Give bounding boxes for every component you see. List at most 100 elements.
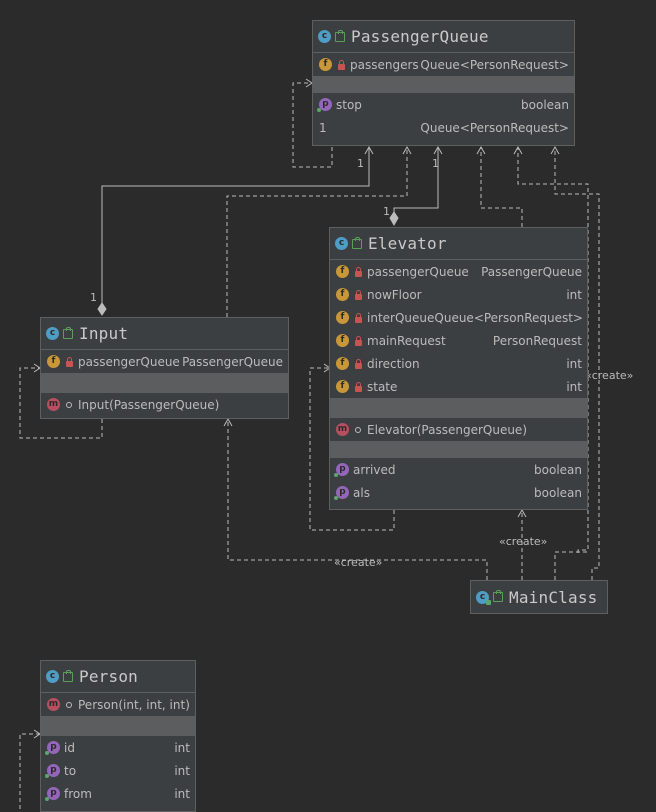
multiplicity-label: 1 <box>90 291 97 304</box>
field-row[interactable]: f state int <box>330 375 587 398</box>
section-separator <box>41 716 195 736</box>
section-separator <box>41 373 288 393</box>
field-icon: f <box>336 357 349 370</box>
property-row[interactable]: p als boolean <box>330 481 587 504</box>
class-header: c PassengerQueue <box>313 21 574 53</box>
property-type: boolean <box>534 485 582 500</box>
property-type: boolean <box>534 462 582 477</box>
field-icon: f <box>336 380 349 393</box>
class-title: PassengerQueue <box>351 27 489 46</box>
inner-row[interactable]: 1 Queue<PersonRequest> <box>313 116 574 139</box>
field-name: state <box>367 379 398 394</box>
class-header: c Person <box>41 661 195 693</box>
property-name: from <box>64 786 92 801</box>
field-name: passengerQueue <box>78 354 180 369</box>
lock-icon <box>355 266 362 277</box>
property-icon: p <box>317 98 332 112</box>
method-signature: Elevator(PassengerQueue) <box>367 422 527 437</box>
section-separator <box>313 76 574 93</box>
field-row[interactable]: f interQueue Queue<PersonRequest> <box>330 306 587 329</box>
section-separator <box>330 441 587 458</box>
lock-icon <box>355 312 362 323</box>
property-name: stop <box>336 97 362 112</box>
elevator-passenger-queue-dependency <box>480 147 523 227</box>
lock-icon <box>355 335 362 346</box>
method-row[interactable]: m Input(PassengerQueue) <box>41 393 288 416</box>
public-icon <box>335 29 345 42</box>
public-icon <box>493 590 503 602</box>
create-input-arrowhead <box>223 417 233 427</box>
property-type: int <box>174 786 190 801</box>
field-name: direction <box>367 356 420 371</box>
property-type: boolean <box>521 97 569 112</box>
create-arrowhead-b <box>550 145 560 155</box>
public-icon <box>352 236 362 249</box>
class-main-class[interactable]: c MainClass <box>470 580 608 614</box>
method-icon: m <box>336 423 349 436</box>
class-icon: c <box>46 670 59 683</box>
class-title: Person <box>79 667 138 686</box>
method-signature: Person(int, int, int) <box>78 697 190 712</box>
field-row[interactable]: f nowFloor int <box>330 283 587 306</box>
method-row[interactable]: m Elevator(PassengerQueue) <box>330 418 587 441</box>
package-visibility-icon <box>66 401 72 408</box>
class-header: c Elevator <box>330 228 587 260</box>
lock-icon <box>355 358 362 369</box>
method-row[interactable]: m Person(int, int, int) <box>41 693 195 716</box>
property-icon: p <box>45 787 60 801</box>
property-type: int <box>174 763 190 778</box>
property-row[interactable]: p arrived boolean <box>330 458 587 481</box>
property-row[interactable]: p stop boolean <box>313 93 574 116</box>
inner-type: Queue<PersonRequest> <box>420 120 569 135</box>
person-self-dependency <box>19 733 40 809</box>
property-row[interactable]: p to int <box>41 759 195 782</box>
field-icon: f <box>319 58 332 71</box>
field-row[interactable]: f passengerQueue PassengerQueue <box>41 350 288 373</box>
field-icon: f <box>336 288 349 301</box>
main-class-dependency-link <box>554 551 588 580</box>
field-row[interactable]: f passengers Queue<PersonRequest> <box>313 53 574 76</box>
field-type: PassengerQueue <box>182 354 283 369</box>
field-row[interactable]: f passengerQueue PassengerQueue <box>330 260 587 283</box>
input-association-arrowhead <box>364 145 374 155</box>
elevator-association-arrowhead <box>433 145 443 155</box>
class-header: c Input <box>41 318 288 350</box>
lock-icon <box>355 381 362 392</box>
class-title: MainClass <box>509 587 598 607</box>
property-icon: p <box>334 463 349 477</box>
public-icon <box>63 326 73 339</box>
field-name: passengerQueue <box>367 264 469 279</box>
method-icon: m <box>47 398 60 411</box>
field-type: Queue<PersonRequest> <box>434 310 583 325</box>
input-dependency-arrowhead <box>402 145 412 155</box>
field-name: nowFloor <box>367 287 422 302</box>
elevator-dependency-arrowhead <box>476 145 486 155</box>
class-input[interactable]: c Input f passengerQueue PassengerQueue … <box>40 317 289 419</box>
property-icon: p <box>45 741 60 755</box>
multiplicity-label: 1 <box>432 157 439 170</box>
lock-icon <box>355 289 362 300</box>
public-icon <box>63 669 73 682</box>
method-icon: m <box>47 698 60 711</box>
field-name: passengers <box>350 57 419 72</box>
property-type: int <box>174 740 190 755</box>
lock-icon <box>338 59 345 70</box>
field-row[interactable]: f direction int <box>330 352 587 375</box>
class-title: Elevator <box>368 234 447 253</box>
create-label: «create» <box>585 369 634 382</box>
create-arrowhead-a <box>513 145 523 155</box>
input-aggregation-diamond <box>97 302 107 316</box>
property-row[interactable]: p from int <box>41 782 195 805</box>
field-row[interactable]: f mainRequest PersonRequest <box>330 329 587 352</box>
property-name: to <box>64 763 77 778</box>
field-type: Queue<PersonRequest> <box>420 57 569 72</box>
field-type: PersonRequest <box>492 333 582 348</box>
class-header: c MainClass <box>471 581 607 613</box>
property-row[interactable]: p id int <box>41 736 195 759</box>
package-visibility-icon <box>355 426 361 433</box>
property-name: id <box>64 740 75 755</box>
class-passenger-queue[interactable]: c PassengerQueue f passengers Queue<Pers… <box>312 20 575 146</box>
class-elevator[interactable]: c Elevator f passengerQueue PassengerQue… <box>329 227 588 510</box>
class-person[interactable]: c Person m Person(int, int, int) p id in… <box>40 660 196 812</box>
package-visibility-icon <box>66 701 72 708</box>
